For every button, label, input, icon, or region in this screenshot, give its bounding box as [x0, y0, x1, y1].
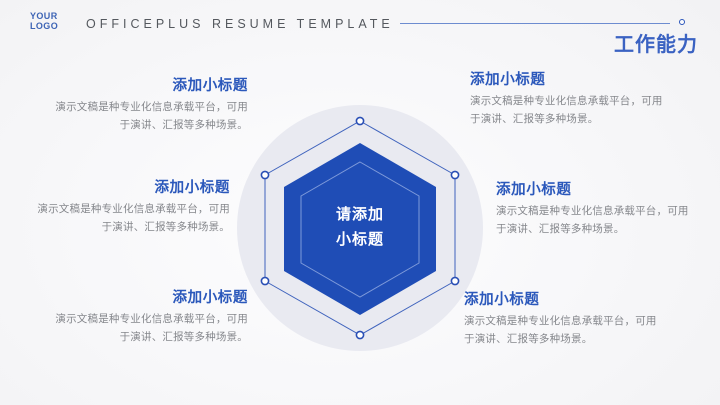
hexagon-diagram-svg: [260, 116, 460, 340]
text-block-right-middle: 添加小标题 演示文稿是种专业化信息承载平台，可用于演讲、汇报等多种场景。: [496, 178, 696, 238]
block-title: 添加小标题: [172, 78, 248, 94]
header-divider-line: [400, 23, 670, 24]
block-body: 演示文稿是种专业化信息承载平台，可用于演讲、汇报等多种场景。: [470, 95, 663, 125]
page-title: 工作能力: [614, 34, 698, 56]
center-label-line-1: 请添加: [335, 206, 384, 223]
block-body: 演示文稿是种专业化信息承载平台，可用于演讲、汇报等多种场景。: [55, 101, 248, 131]
inner-hexagon-outline: [300, 161, 420, 298]
center-label-line-2: 小标题: [335, 231, 384, 248]
block-title: 添加小标题: [154, 180, 230, 196]
hex-node-top: [355, 116, 365, 126]
text-block-left-top: 添加小标题 演示文稿是种专业化信息承载平台，可用于演讲、汇报等多种场景。: [48, 74, 248, 134]
text-block-right-top: 添加小标题 演示文稿是种专业化信息承载平台，可用于演讲、汇报等多种场景。: [470, 68, 670, 128]
block-body: 演示文稿是种专业化信息承载平台，可用于演讲、汇报等多种场景。: [496, 205, 689, 235]
center-hexagon-graphic: 请添加 小标题: [237, 105, 483, 351]
hex-node-bottom-right: [450, 276, 460, 286]
text-block-left-middle: 添加小标题 演示文稿是种专业化信息承载平台，可用于演讲、汇报等多种场景。: [30, 176, 230, 236]
logo-line-2: LOGO: [30, 20, 59, 31]
hex-node-bottom-left: [260, 276, 270, 286]
center-hexagon-label: 请添加 小标题: [237, 202, 483, 252]
hex-node-bottom: [355, 330, 365, 340]
block-title: 添加小标题: [464, 292, 540, 308]
brand-title: OFFICEPLUS RESUME TEMPLATE: [86, 17, 394, 31]
text-block-left-bottom: 添加小标题 演示文稿是种专业化信息承载平台，可用于演讲、汇报等多种场景。: [48, 286, 248, 346]
logo-line-1: YOUR: [30, 11, 58, 21]
hex-node-top-right: [450, 170, 460, 180]
block-body: 演示文稿是种专业化信息承载平台，可用于演讲、汇报等多种场景。: [37, 203, 230, 233]
logo: YOUR LOGO: [30, 11, 74, 31]
block-title: 添加小标题: [172, 290, 248, 306]
block-body: 演示文稿是种专业化信息承载平台，可用于演讲、汇报等多种场景。: [464, 315, 657, 345]
block-body: 演示文稿是种专业化信息承载平台，可用于演讲、汇报等多种场景。: [55, 313, 248, 343]
header-end-dot-icon: [679, 19, 685, 25]
block-title: 添加小标题: [496, 182, 572, 198]
block-title: 添加小标题: [470, 72, 546, 88]
text-block-right-bottom: 添加小标题 演示文稿是种专业化信息承载平台，可用于演讲、汇报等多种场景。: [464, 288, 664, 348]
solid-hexagon: [284, 143, 436, 315]
hex-node-top-left: [260, 170, 270, 180]
